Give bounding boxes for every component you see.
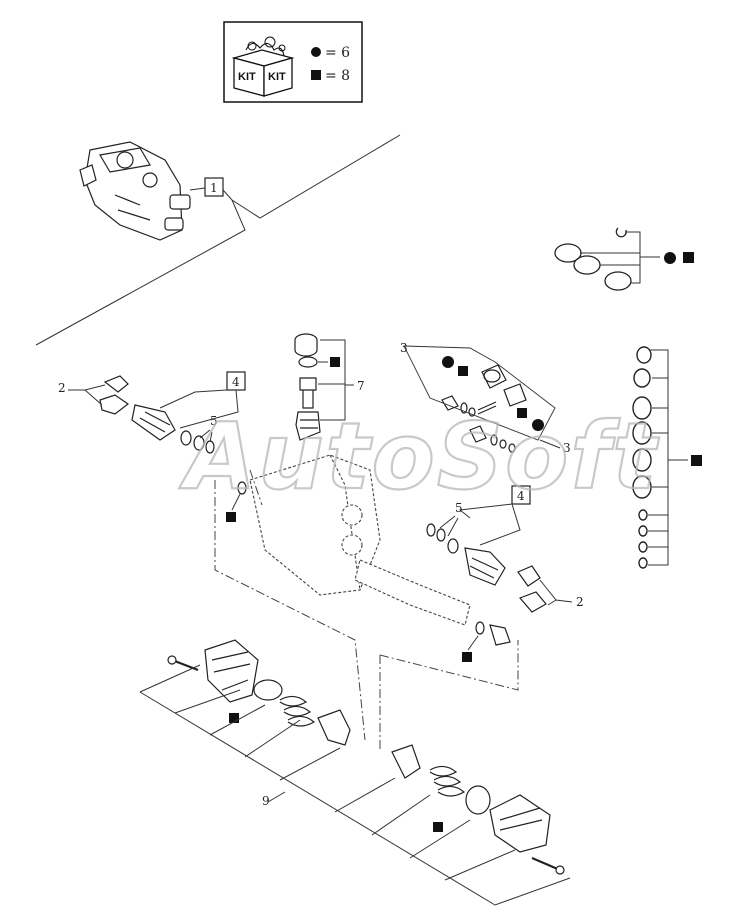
kit-square-marker-7 xyxy=(330,357,340,367)
callout-7-label: 7 xyxy=(357,379,365,393)
callout-9 xyxy=(139,664,571,906)
callout-4-left-label: 4 xyxy=(232,375,240,389)
spring-assembly-left xyxy=(167,639,351,746)
kit-square-marker-left-spool xyxy=(226,512,236,522)
kit-square-marker-3a xyxy=(458,366,468,376)
valve-assembly-overview xyxy=(79,141,191,241)
callout-3-top: 3 xyxy=(400,341,408,355)
callout-5-right-label: 5 xyxy=(455,501,463,515)
callout-3-mid: 3 xyxy=(539,439,571,455)
callout-2-right-label: 2 xyxy=(576,595,584,609)
callout-3-mid-label: 3 xyxy=(563,441,571,455)
kit-square-marker-spring-right xyxy=(433,822,443,832)
callout-5-right: 5 xyxy=(439,501,463,537)
callout-2-left-label: 2 xyxy=(58,381,66,395)
callout-5-left: 5 xyxy=(199,414,218,443)
kit-legend: KIT KIT = 6 = 8 xyxy=(223,21,363,103)
kit-square-marker-seals xyxy=(683,252,694,263)
callout-1-label: 1 xyxy=(210,181,218,195)
callout-4-right-label: 4 xyxy=(517,489,525,503)
callout-3-top-label: 3 xyxy=(400,341,408,355)
kit-circle-marker-seals xyxy=(664,252,676,264)
callout-2-left: 2 xyxy=(58,381,106,406)
callout-4-right: 4 xyxy=(458,485,531,546)
cartridge-stack-7 xyxy=(294,333,321,441)
o-ring-column-right xyxy=(632,346,688,569)
kit-square-marker xyxy=(311,70,321,80)
kit-square-marker-3b xyxy=(517,408,527,418)
kit-circle-entry: = 6 xyxy=(325,45,350,61)
callout-9-label: 9 xyxy=(262,794,270,808)
seal-set-top-right xyxy=(554,227,660,291)
callout-7: 7 xyxy=(318,339,365,421)
right-spool-group xyxy=(426,523,547,613)
valve-body-section xyxy=(249,454,471,626)
kit-label-left: KIT xyxy=(238,71,256,83)
kit-label-right: KIT xyxy=(268,71,286,83)
kit-square-marker-spring-left xyxy=(229,713,239,723)
callout-2-right: 2 xyxy=(539,579,584,609)
kit-square-marker-right-spool xyxy=(462,652,472,662)
spool-end-parts xyxy=(475,621,511,646)
kit-square-entry: = 8 xyxy=(325,68,350,84)
callout-4-left: 4 xyxy=(159,371,246,429)
relief-valve-group-3 xyxy=(403,345,556,453)
kit-circle-marker-3a xyxy=(442,356,454,368)
left-spool-group xyxy=(99,375,247,495)
spring-assembly-right xyxy=(391,744,565,875)
kit-box-icon xyxy=(231,36,295,97)
callout-5-left-label: 5 xyxy=(210,414,218,428)
kit-circle-marker-3b xyxy=(532,419,544,431)
watermark-text: AutoSoft xyxy=(179,403,659,510)
kit-square-marker-column xyxy=(691,455,702,466)
callout-1: 1 xyxy=(35,134,401,346)
kit-circle-marker xyxy=(311,47,321,57)
